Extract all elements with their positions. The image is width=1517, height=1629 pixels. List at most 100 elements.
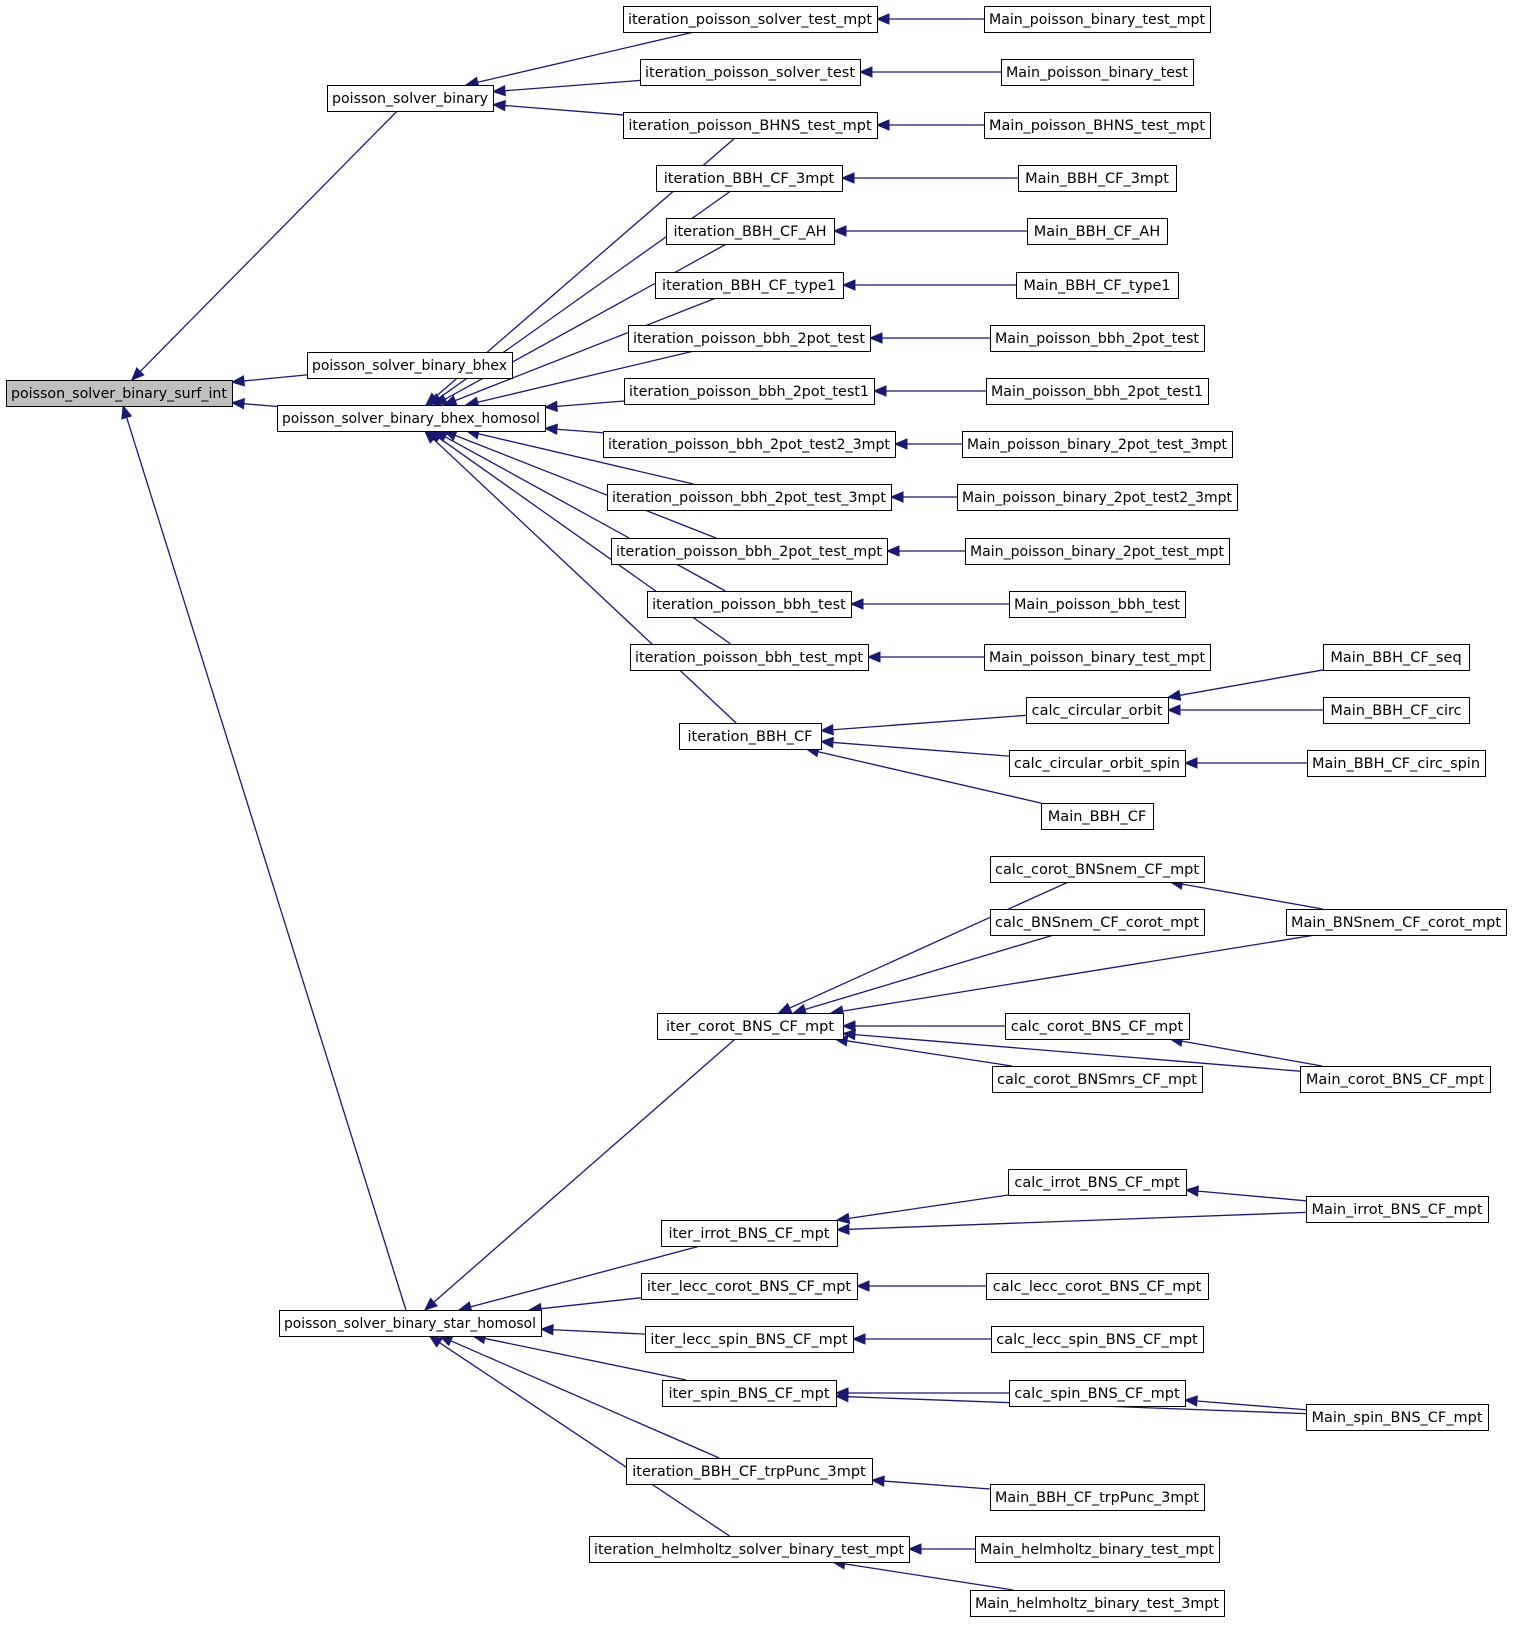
node-label: iter_irrot_BNS_CF_mpt: [668, 1226, 829, 1242]
node-mbcft1[interactable]: Main_BBH_CF_type1: [1016, 272, 1179, 299]
node-box: [1009, 1380, 1186, 1407]
edge-ipb2t1-to-psbbh: [543, 400, 625, 413]
node-iibcf[interactable]: iter_irrot_BNS_CF_mpt: [661, 1220, 838, 1247]
node-mbnemc[interactable]: Main_BNSnem_CF_corot_mpt: [1286, 909, 1507, 936]
node-box: [279, 1310, 542, 1337]
node-box: [611, 538, 888, 565]
node-ilsbcf[interactable]: iter_lecc_spin_BNS_CF_mpt: [645, 1326, 854, 1353]
node-ibcfah[interactable]: iteration_BBH_CF_AH: [666, 218, 835, 245]
node-mbcfah[interactable]: Main_BBH_CF_AH: [1027, 218, 1168, 245]
node-mpbhns[interactable]: Main_poisson_BHNS_test_mpt: [984, 112, 1211, 139]
node-psb[interactable]: poisson_solver_binary: [327, 85, 494, 112]
node-mbcf3[interactable]: Main_BBH_CF_3mpt: [1018, 165, 1177, 192]
node-msbns[interactable]: Main_spin_BNS_CF_mpt: [1306, 1404, 1489, 1431]
edge-line: [243, 374, 308, 382]
node-ipb2t1[interactable]: iteration_poisson_bbh_2pot_test1: [624, 378, 875, 405]
node-ipbt[interactable]: iteration_poisson_bbh_test: [647, 591, 852, 618]
node-label: Main_poisson_binary_test: [1006, 65, 1188, 81]
arrow-head-icon: [849, 598, 864, 610]
node-mbcfseq[interactable]: Main_BBH_CF_seq: [1323, 644, 1470, 671]
node-mpbtm2[interactable]: Main_poisson_binary_test_mpt: [984, 644, 1211, 671]
edge-line: [848, 1194, 1009, 1220]
node-mhbtm[interactable]: Main_helmholtz_binary_test_mpt: [975, 1536, 1220, 1563]
node-mbcf[interactable]: Main_BBH_CF: [1041, 803, 1154, 830]
node-csbns[interactable]: calc_spin_BNS_CF_mpt: [1009, 1380, 1186, 1407]
node-root[interactable]: poisson_solver_binary_surf_int: [6, 380, 233, 407]
node-box: [984, 112, 1211, 139]
node-mpb2t1[interactable]: Main_poisson_bbh_2pot_test1: [986, 378, 1209, 405]
node-ipb2t3[interactable]: iteration_poisson_bbh_2pot_test_3mpt: [607, 484, 892, 511]
node-label: Main_poisson_bbh_2pot_test1: [991, 384, 1203, 400]
node-mbcfcirc[interactable]: Main_BBH_CF_circ: [1323, 697, 1470, 724]
edge-line: [439, 1342, 730, 1537]
node-label: Main_BBH_CF: [1048, 809, 1146, 825]
node-ipst[interactable]: iteration_poisson_solver_test: [640, 59, 861, 86]
node-psbb[interactable]: poisson_solver_binary_bhex: [307, 352, 513, 379]
node-ipb2t[interactable]: iteration_poisson_bbh_2pot_test: [628, 325, 871, 352]
node-psbbh[interactable]: poisson_solver_binary_bhex_homosol: [277, 405, 546, 432]
node-icbcf[interactable]: iter_corot_BNS_CF_mpt: [657, 1013, 844, 1040]
edge-mpbbt-to-ipbt: [849, 598, 1009, 610]
node-mpb2t23[interactable]: Main_poisson_binary_2pot_test2_3mpt: [957, 484, 1238, 511]
node-label: Main_BBH_CF_3mpt: [1025, 171, 1169, 187]
arrow-head-icon: [841, 1028, 856, 1041]
node-mpb2tm[interactable]: Main_poisson_binary_2pot_test_mpt: [965, 538, 1230, 565]
node-ipbhns[interactable]: iteration_poisson_BHNS_test_mpt: [623, 112, 878, 139]
node-ccbns[interactable]: calc_corot_BNS_CF_mpt: [1005, 1013, 1190, 1040]
node-cibns[interactable]: calc_irrot_BNS_CF_mpt: [1008, 1169, 1187, 1196]
node-mibns[interactable]: Main_irrot_BNS_CF_mpt: [1306, 1196, 1489, 1223]
node-clcbns[interactable]: calc_lecc_corot_BNS_CF_mpt: [986, 1273, 1209, 1300]
edge-msbns-to-csbns: [1183, 1395, 1307, 1411]
node-mpb2t3[interactable]: Main_poisson_binary_2pot_test_3mpt: [962, 431, 1233, 458]
node-ccos[interactable]: calc_circular_orbit_spin: [1009, 750, 1186, 777]
node-mcbns[interactable]: Main_corot_BNS_CF_mpt: [1300, 1066, 1491, 1093]
node-mpbbt[interactable]: Main_poisson_bbh_test: [1009, 591, 1186, 618]
arrow-head-icon: [121, 404, 133, 420]
node-box: [645, 1326, 854, 1353]
node-ccbnem[interactable]: calc_corot_BNSnem_CF_mpt: [990, 856, 1205, 883]
arrow-head-icon: [819, 736, 834, 749]
arrow-head-icon: [539, 1324, 554, 1336]
node-mpbt[interactable]: Main_poisson_binary_test: [1001, 59, 1194, 86]
node-label: Main_corot_BNS_CF_mpt: [1306, 1072, 1484, 1088]
node-mbcftp[interactable]: Main_BBH_CF_trpPunc_3mpt: [990, 1484, 1205, 1511]
arrow-head-icon: [889, 491, 904, 503]
edge-line: [1197, 1190, 1307, 1202]
node-ccbnsmrs[interactable]: calc_corot_BNSmrs_CF_mpt: [992, 1066, 1203, 1093]
edge-ccos-to-ibcf: [819, 736, 1010, 757]
node-ipb2tm[interactable]: iteration_poisson_bbh_2pot_test_mpt: [611, 538, 888, 565]
node-cco[interactable]: calc_circular_orbit: [1026, 697, 1169, 724]
node-mhbt3[interactable]: Main_helmholtz_binary_test_3mpt: [970, 1590, 1225, 1617]
node-box: [1009, 591, 1186, 618]
edge-ipst-to-psb: [491, 79, 641, 97]
node-ilcbcf[interactable]: iter_lecc_corot_BNS_CF_mpt: [641, 1273, 858, 1300]
edge-line: [1179, 669, 1324, 696]
node-mpb2t[interactable]: Main_poisson_bbh_2pot_test: [990, 325, 1205, 352]
node-box: [589, 1536, 910, 1563]
node-label: Main_poisson_bbh_test: [1014, 597, 1180, 613]
node-label: Main_poisson_bbh_2pot_test: [995, 331, 1199, 347]
edge-line: [789, 881, 1069, 1009]
node-ibcf[interactable]: iteration_BBH_CF: [679, 723, 822, 750]
node-isbcf[interactable]: iter_spin_BNS_CF_mpt: [662, 1380, 837, 1407]
node-mbcfcs[interactable]: Main_BBH_CF_circ_spin: [1307, 750, 1486, 777]
arrow-head-icon: [835, 1223, 850, 1236]
edge-mbcfcs-to-ccos: [1183, 757, 1307, 769]
node-ipb2t23[interactable]: iteration_poisson_bbh_2pot_test2_3mpt: [603, 431, 896, 458]
node-mpbtm1[interactable]: Main_poisson_binary_test_mpt: [984, 6, 1211, 33]
node-box: [1286, 909, 1507, 936]
node-ibcft1[interactable]: iteration_BBH_CF_type1: [655, 272, 844, 299]
node-box: [1001, 59, 1194, 86]
node-clsbns[interactable]: calc_lecc_spin_BNS_CF_mpt: [991, 1326, 1204, 1353]
node-ibcf3[interactable]: iteration_BBH_CF_3mpt: [656, 165, 843, 192]
node-box: [1016, 272, 1179, 299]
arrow-head-icon: [835, 1212, 851, 1224]
node-psbsh[interactable]: poisson_solver_binary_star_homosol: [279, 1310, 542, 1337]
node-ipstm[interactable]: iteration_poisson_solver_test_mpt: [623, 6, 878, 33]
node-cbnemc[interactable]: calc_BNSnem_CF_corot_mpt: [990, 909, 1205, 936]
node-ihsbtm[interactable]: iteration_helmholtz_solver_binary_test_m…: [589, 1536, 910, 1563]
edge-mpb2t23-to-ipb2t3: [889, 491, 957, 503]
node-ibcftp[interactable]: iteration_BBH_CF_trpPunc_3mpt: [626, 1458, 873, 1485]
edge-mpb2t-to-ipb2t: [868, 332, 991, 344]
node-ipbtm[interactable]: iteration_poisson_bbh_test_mpt: [630, 644, 869, 671]
